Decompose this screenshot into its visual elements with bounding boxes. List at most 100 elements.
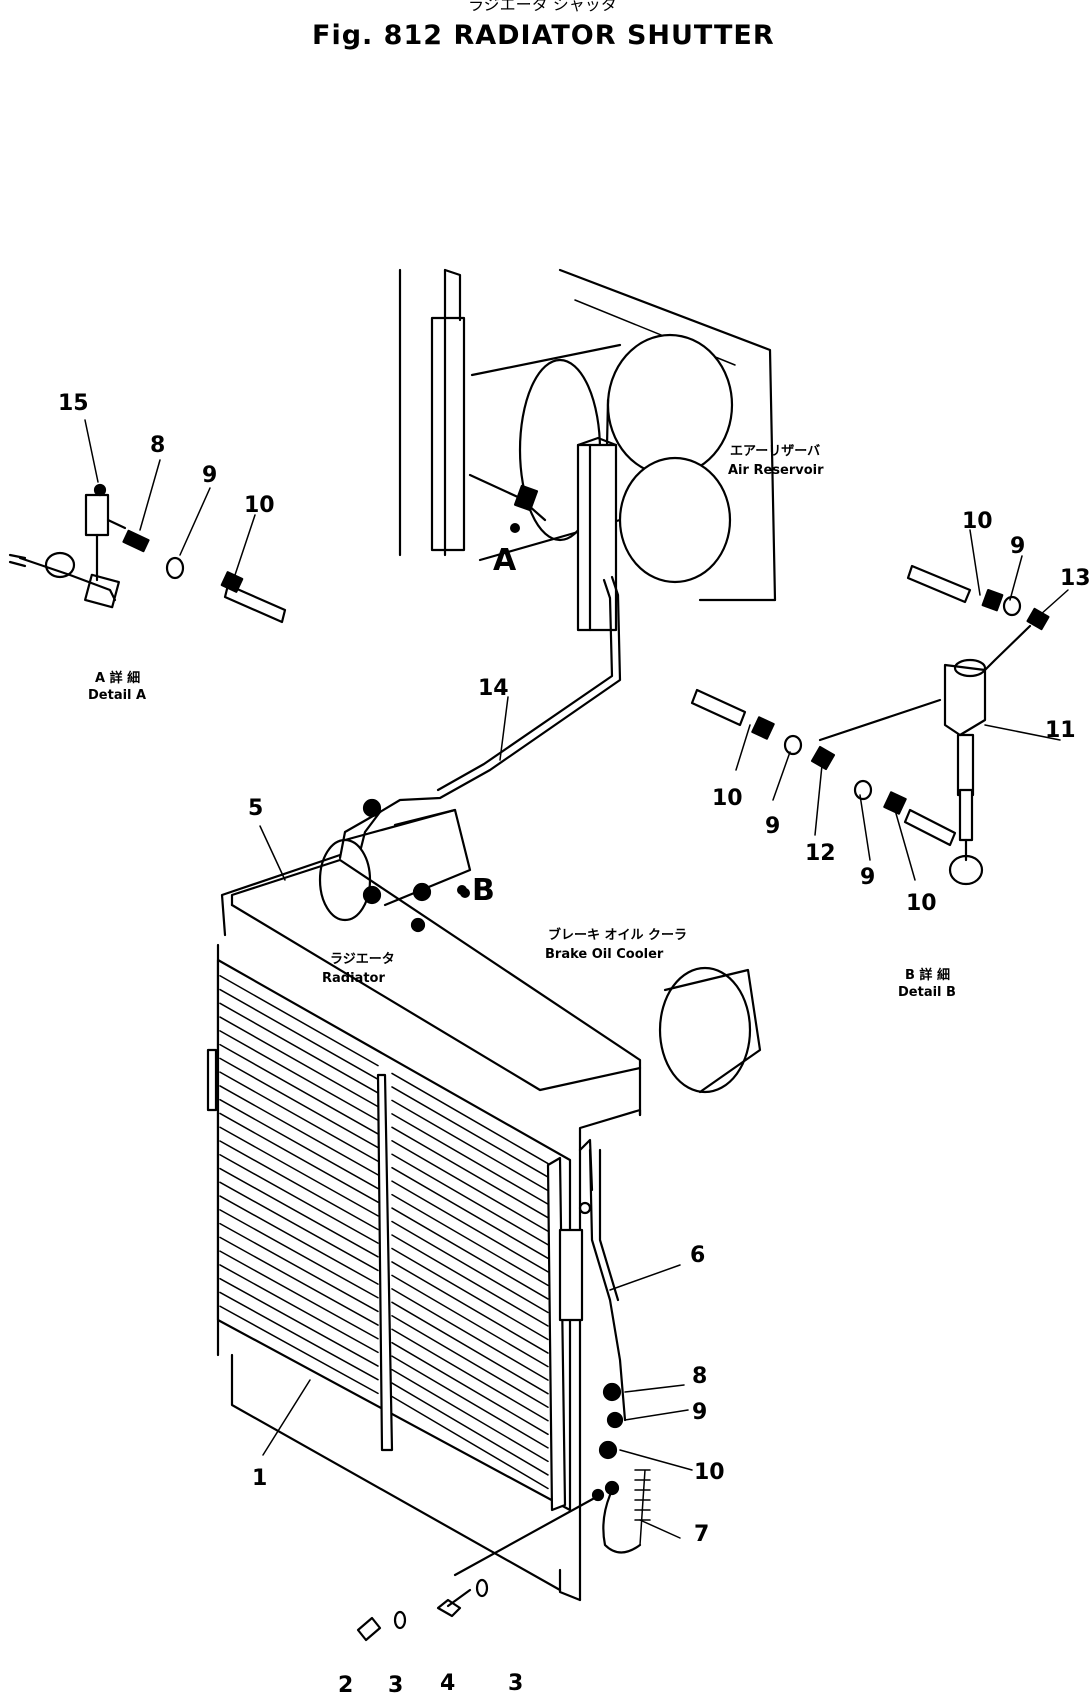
shutter-louvre: [219, 1209, 379, 1299]
shutter-louvre: [391, 1328, 549, 1422]
shutter-louvre: [219, 1057, 379, 1149]
callout-11: 11: [1045, 718, 1076, 743]
air-reservoir-label: Air Reservoir: [728, 463, 824, 478]
shutter-louvre: [219, 988, 379, 1081]
brake-cooler-label: Brake Oil Cooler: [545, 947, 664, 962]
shutter-louvre: [219, 1277, 379, 1367]
shutter-louvre: [219, 1098, 379, 1190]
shutter-louvre: [219, 1291, 379, 1381]
shutter-louvre: [391, 1341, 549, 1436]
brake-oil-cooler: [318, 798, 762, 1094]
shutter-louvre: [391, 1207, 549, 1300]
callout-9: 9: [765, 814, 780, 839]
air-line-14: [358, 575, 622, 854]
radiator-jp-label: ラジエータ: [330, 952, 395, 967]
shutter-louvre: [391, 1368, 549, 1463]
shutter-louvre: [219, 1071, 379, 1162]
callout-9: 9: [692, 1400, 707, 1425]
air-reservoir-jp-label: エアーリザーバ: [730, 444, 820, 459]
shutter-louvre: [391, 1140, 549, 1232]
shutter-louvre: [219, 1181, 379, 1272]
brake-cooler-jp-label: ブレーキ オイル クーラ: [548, 927, 687, 943]
shutter-louvre: [391, 1193, 549, 1287]
shutter-louvre: [391, 1301, 549, 1395]
shutter-louvre: [391, 1355, 549, 1449]
text-labels: エアーリザーバ Air Reservoir A B ラジエータ Radiator…: [88, 444, 956, 1000]
shutter-louvre: [391, 1113, 549, 1205]
callout-10: 10: [712, 786, 743, 811]
callout-9: 9: [860, 865, 875, 890]
callout-13: 13: [1060, 566, 1090, 591]
callout-4: 4: [440, 1671, 455, 1695]
shutter-louvre: [391, 1180, 549, 1273]
callout-14: 14: [478, 676, 509, 701]
callout-8: 8: [150, 433, 165, 458]
shutter-louvre: [219, 1167, 379, 1258]
callouts: 15 8 9 10 14 5 6 8 9 10 7 1 2 3 4 3 10 9…: [58, 391, 1090, 1695]
shutter-louvre: [391, 1234, 549, 1327]
shutter-louvre: [219, 1085, 379, 1176]
callout-3: 3: [508, 1671, 523, 1695]
air-reservoir-assembly: [398, 268, 777, 632]
callout-15: 15: [58, 391, 89, 416]
shutter-louvre: [391, 1099, 549, 1192]
callout-8: 8: [692, 1364, 707, 1389]
detail-a-drawing: [8, 483, 287, 624]
shutter-louvre: [219, 1126, 379, 1217]
callout-5: 5: [248, 796, 263, 821]
shutter-louvre: [391, 1315, 549, 1408]
callout-10: 10: [694, 1460, 725, 1485]
callout-12: 12: [805, 841, 836, 866]
callout-9: 9: [202, 463, 217, 488]
shutter-louvre: [219, 1002, 379, 1094]
shutter-louvre: [219, 1264, 379, 1354]
shutter-louvre: [219, 1250, 379, 1340]
shutter-louvre: [391, 1274, 549, 1368]
callout-9: 9: [1010, 534, 1025, 559]
shutter-louvre: [391, 1072, 549, 1165]
shutter-louvre: [219, 1112, 379, 1203]
detail-b-drawing: [690, 564, 1050, 886]
shutter-louvre: [391, 1166, 549, 1260]
shutter-louvre: [219, 1222, 379, 1313]
detail-a-label: Detail A: [88, 688, 146, 703]
shutter-louvre: [219, 1043, 379, 1135]
shutter-louvre: [219, 1305, 379, 1395]
shutter-louvre: [391, 1395, 549, 1490]
detail-a-ref-label: A: [493, 543, 517, 578]
shutter-louvre: [391, 1220, 549, 1314]
callout-10: 10: [906, 891, 937, 916]
shutter-louvre: [391, 1247, 549, 1341]
detail-b-label: Detail B: [898, 985, 956, 1000]
shutter-louvre: [219, 975, 379, 1067]
callout-1: 1: [252, 1466, 267, 1491]
title-kana: ラジエータ シャッタ: [468, 0, 617, 14]
shutter-louvre: [391, 1261, 549, 1354]
callout-2: 2: [338, 1673, 353, 1695]
shutter-louvre: [219, 1154, 379, 1244]
callout-6: 6: [690, 1243, 705, 1268]
leader-lines: [84, 419, 1069, 1539]
shutter-louvre: [219, 1030, 379, 1122]
callout-3: 3: [388, 1673, 403, 1695]
shutter-louvre: [219, 1195, 379, 1285]
shutter-louvre: [391, 1153, 549, 1246]
shutter-louvre: [219, 1140, 379, 1231]
callout-10: 10: [962, 509, 993, 534]
shutter-louvre: [391, 1126, 549, 1219]
radiator-body: [206, 810, 651, 1642]
shutter-louvre: [219, 1236, 379, 1326]
callout-7: 7: [694, 1522, 709, 1547]
shutter-louvre: [391, 1382, 549, 1476]
shutter-louvre: [391, 1288, 549, 1381]
detail-b-jp-label: B 詳 細: [905, 967, 950, 983]
shutter-louvre: [391, 1086, 549, 1178]
radiator-label: Radiator: [322, 971, 385, 986]
callout-10: 10: [244, 493, 275, 518]
detail-b-ref-label: B: [472, 873, 495, 908]
detail-a-jp-label: A 詳 細: [95, 670, 140, 686]
shutter-louvre: [219, 1016, 379, 1108]
page-title: Fig. 812 RADIATOR SHUTTER: [312, 20, 775, 51]
